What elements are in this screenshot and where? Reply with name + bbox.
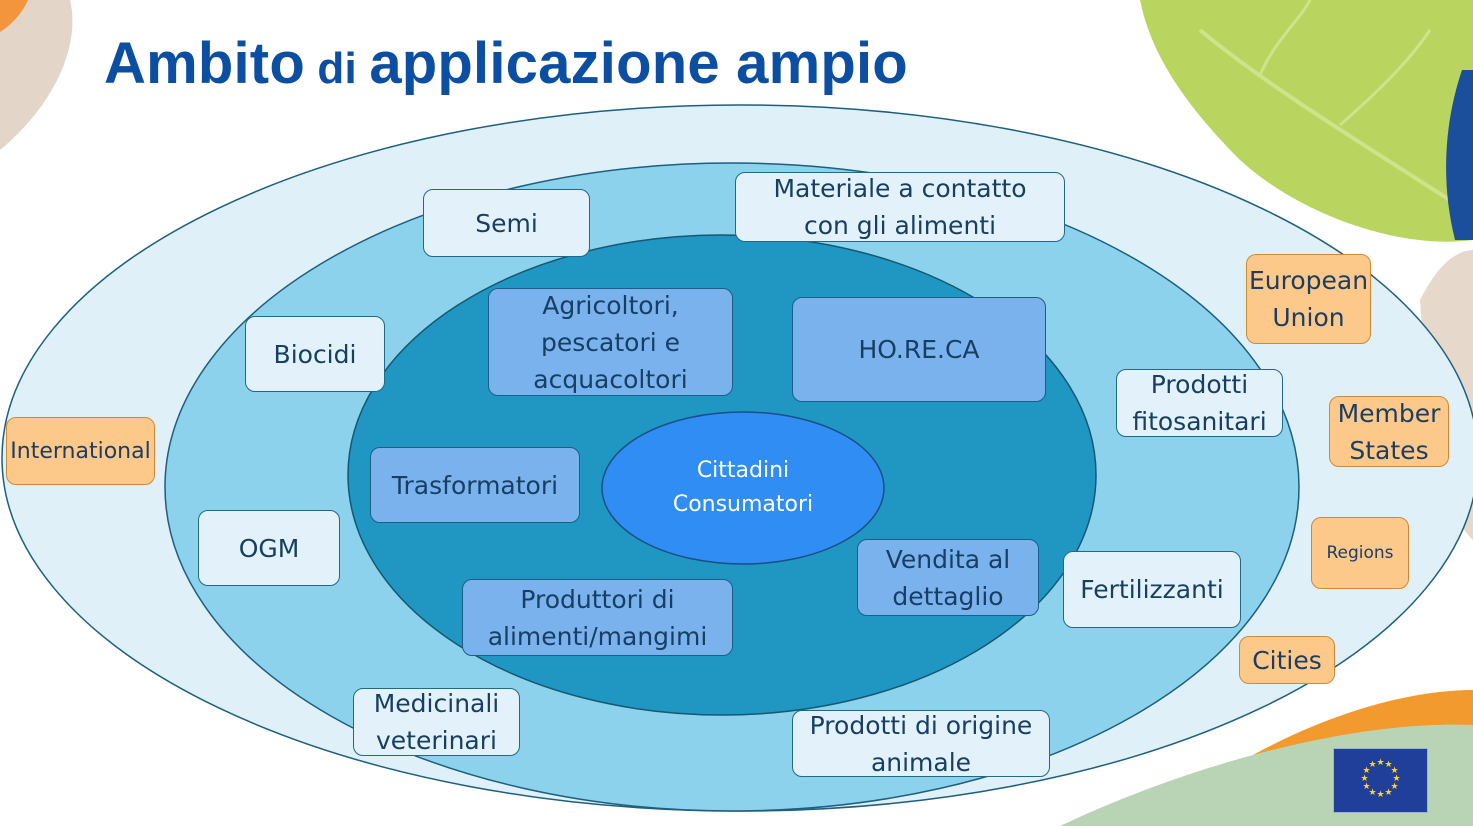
page-title: Ambito di applicazione ampio [104,30,908,97]
box-semi-label: Semi [475,208,538,238]
leaf-vein-main [1198,28,1452,202]
orange-blob-top-left [0,0,28,32]
box-biocidi: Biocidi [245,316,385,392]
box-fertilizzanti-label: Fertilizzanti [1080,575,1224,604]
svg-text:★: ★ [1368,760,1376,770]
svg-text:★: ★ [1384,788,1392,798]
box-fertilizzanti: Fertilizzanti [1063,551,1241,628]
box-horeca-label: HO.RE.CA [858,335,980,364]
level-cities-label: Cities [1252,645,1322,675]
box-agricoltori: Agricoltori, pescatori e acquacoltori [488,288,733,396]
level-european-union: European Union [1246,254,1371,344]
center-line-1: Cittadini [696,458,790,483]
title-part-1: Ambito [104,31,305,96]
svg-text:★: ★ [1368,788,1376,798]
title-part-2: di [304,44,370,93]
blue-wave-right [1446,70,1473,240]
box-fitosanitari: Prodotti fitosanitari [1116,369,1283,437]
center-label: Cittadini Consumatori [602,412,884,564]
box-ogm-label: OGM [238,533,300,563]
box-fitosanitari-label: Prodotti fitosanitari [1132,370,1267,436]
svg-text:★: ★ [1376,758,1384,768]
box-vendita: Vendita al dettaglio [857,539,1039,616]
level-regions: Regions [1311,517,1409,589]
svg-text:★: ★ [1392,774,1400,784]
level-member-states-label: Member States [1337,398,1441,465]
level-cities: Cities [1239,636,1335,684]
box-prodotti-origine: Prodotti di origine animale [792,710,1050,777]
box-materiale-label: Materiale a contatto con gli alimenti [773,174,1027,240]
box-biocidi-label: Biocidi [273,339,357,369]
box-materiale: Materiale a contatto con gli alimenti [735,172,1065,242]
leaf-vein-branch-1 [1258,0,1312,76]
svg-text:★: ★ [1362,782,1370,792]
eu-stars-icon: ★ ★ ★ ★ ★ ★ ★ ★ ★ ★ ★ ★ [1360,758,1400,800]
leaf-vein-branch-2 [1339,29,1432,127]
center-ellipse [601,411,885,565]
box-produttori: Produttori di alimenti/mangimi [462,579,733,656]
box-ogm: OGM [198,510,340,586]
box-vendita-label: Vendita al dettaglio [885,544,1011,611]
green-leaf [1140,0,1473,242]
box-horeca: HO.RE.CA [792,297,1046,402]
svg-text:★: ★ [1362,766,1370,776]
box-agricoltori-label: Agricoltori, pescatori e acquacoltori [533,290,688,394]
level-international: International [6,417,155,485]
svg-text:★: ★ [1384,760,1392,770]
title-part-3: applicazione ampio [369,31,908,96]
box-prodotti-origine-label: Prodotti di origine animale [809,710,1033,777]
center-line-2: Consumatori [672,492,814,517]
beige-blob-top-left [0,0,73,150]
eu-flag-icon: ★ ★ ★ ★ ★ ★ ★ ★ ★ ★ ★ ★ [1333,748,1428,813]
box-medicinali-label: Medicinali veterinari [373,689,500,755]
box-produttori-label: Produttori di alimenti/mangimi [487,584,708,651]
svg-text:★: ★ [1390,782,1398,792]
level-international-label: International [10,438,151,464]
level-member-states: Member States [1329,396,1449,467]
box-semi: Semi [423,189,590,257]
level-european-union-label: European Union [1248,266,1369,332]
level-regions-label: Regions [1326,542,1394,563]
svg-text:★: ★ [1376,790,1384,800]
svg-text:★: ★ [1390,766,1398,776]
svg-text:★: ★ [1360,774,1368,784]
box-medicinali: Medicinali veterinari [353,688,520,756]
box-trasformatori-label: Trasformatori [391,470,559,500]
box-trasformatori: Trasformatori [370,447,580,523]
